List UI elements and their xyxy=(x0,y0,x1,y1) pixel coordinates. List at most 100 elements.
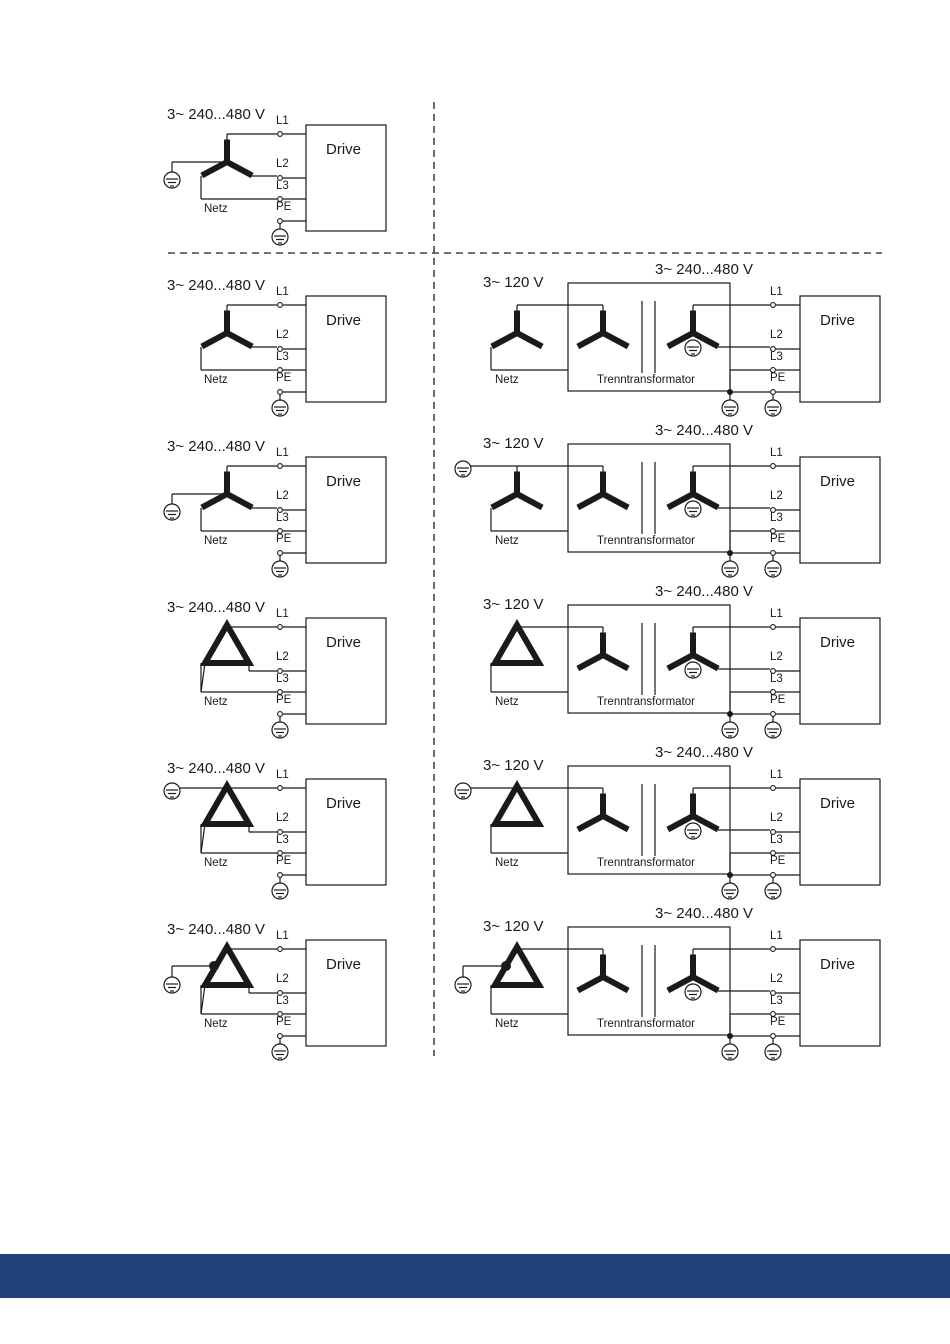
footer-bar xyxy=(0,1254,950,1298)
drive-label: Drive xyxy=(326,312,361,329)
ground-ring xyxy=(721,721,739,739)
transformer-box xyxy=(567,443,731,553)
drive-box xyxy=(799,617,881,725)
supply-voltage-label: 3~ 240...480 V xyxy=(167,106,265,123)
ground-ring xyxy=(271,721,289,739)
label-L2: L2 xyxy=(770,651,783,663)
terminal xyxy=(277,946,283,952)
terminal xyxy=(770,528,776,534)
star-arm xyxy=(200,330,229,350)
terminal xyxy=(277,367,283,373)
ground-ring xyxy=(684,661,702,679)
ground-icon xyxy=(454,976,472,994)
label-L1: L1 xyxy=(770,286,783,298)
drive-label: Drive xyxy=(820,795,855,812)
ground-icon xyxy=(764,399,782,417)
ground-ring xyxy=(163,171,181,189)
star-arm xyxy=(576,813,605,833)
supply-120-label: 3~ 120 V xyxy=(483,596,543,613)
label-PE: PE xyxy=(276,694,292,706)
label-PE: PE xyxy=(770,533,786,545)
star-arm xyxy=(666,652,695,672)
ground-icon xyxy=(163,782,181,800)
label-L2: L2 xyxy=(276,812,289,824)
ground-ring xyxy=(684,500,702,518)
star-arm xyxy=(601,491,630,511)
terminal xyxy=(277,507,283,513)
star-arm xyxy=(691,330,720,350)
ground-icon xyxy=(163,976,181,994)
star-arm xyxy=(225,159,254,179)
ground-icon xyxy=(684,500,702,518)
label-L1: L1 xyxy=(770,447,783,459)
supply-120-label: 3~ 120 V xyxy=(483,435,543,452)
ground-icon xyxy=(163,171,181,189)
transformer-label: Trenntransformator xyxy=(597,374,695,386)
ground-icon xyxy=(721,399,739,417)
label-L2: L2 xyxy=(276,973,289,985)
label-L1: L1 xyxy=(770,608,783,620)
transformer-output-label: 3~ 240...480 V xyxy=(655,905,753,922)
drive-label: Drive xyxy=(326,473,361,490)
terminal xyxy=(277,175,283,181)
label-PE: PE xyxy=(770,855,786,867)
label-L2: L2 xyxy=(276,651,289,663)
netz-label: Netz xyxy=(495,857,519,869)
star-arm xyxy=(515,491,544,511)
supply-voltage-label: 3~ 240...480 V xyxy=(167,921,265,938)
transformer-box xyxy=(567,765,731,875)
terminal xyxy=(277,389,283,395)
terminal xyxy=(277,668,283,674)
label-L3: L3 xyxy=(770,512,783,524)
ground-ring xyxy=(454,976,472,994)
terminal xyxy=(277,302,283,308)
ground-icon xyxy=(721,1043,739,1061)
netz-label: Netz xyxy=(204,203,228,215)
ground-ring xyxy=(721,1043,739,1061)
ground-icon xyxy=(163,503,181,521)
label-L1: L1 xyxy=(276,769,289,781)
star-arm xyxy=(200,159,229,179)
drive-box xyxy=(799,456,881,564)
terminal xyxy=(770,668,776,674)
star-arm xyxy=(225,491,254,511)
label-PE: PE xyxy=(770,1016,786,1028)
drive-label: Drive xyxy=(326,956,361,973)
star-arm xyxy=(666,330,695,350)
supply-120-label: 3~ 120 V xyxy=(483,274,543,291)
ground-icon xyxy=(684,661,702,679)
ground-icon xyxy=(271,399,289,417)
terminal xyxy=(277,990,283,996)
drive-box xyxy=(305,124,387,232)
ground-ring xyxy=(271,882,289,900)
label-L2: L2 xyxy=(770,490,783,502)
star-arm xyxy=(200,491,229,511)
terminal xyxy=(770,689,776,695)
drive-label: Drive xyxy=(326,634,361,651)
drive-box xyxy=(305,939,387,1047)
label-L3: L3 xyxy=(276,834,289,846)
ground-icon xyxy=(684,983,702,1001)
star-arm xyxy=(601,652,630,672)
label-PE: PE xyxy=(276,201,292,213)
terminal xyxy=(770,850,776,856)
star-arm xyxy=(691,491,720,511)
label-L2: L2 xyxy=(276,329,289,341)
netz-label: Netz xyxy=(495,696,519,708)
transformer-label: Trenntransformator xyxy=(597,696,695,708)
terminal xyxy=(770,624,776,630)
star-arm xyxy=(601,813,630,833)
netz-label: Netz xyxy=(204,535,228,547)
star-arm xyxy=(601,330,630,350)
label-PE: PE xyxy=(770,694,786,706)
ground-ring xyxy=(764,721,782,739)
star-arm xyxy=(691,652,720,672)
drive-box xyxy=(799,778,881,886)
